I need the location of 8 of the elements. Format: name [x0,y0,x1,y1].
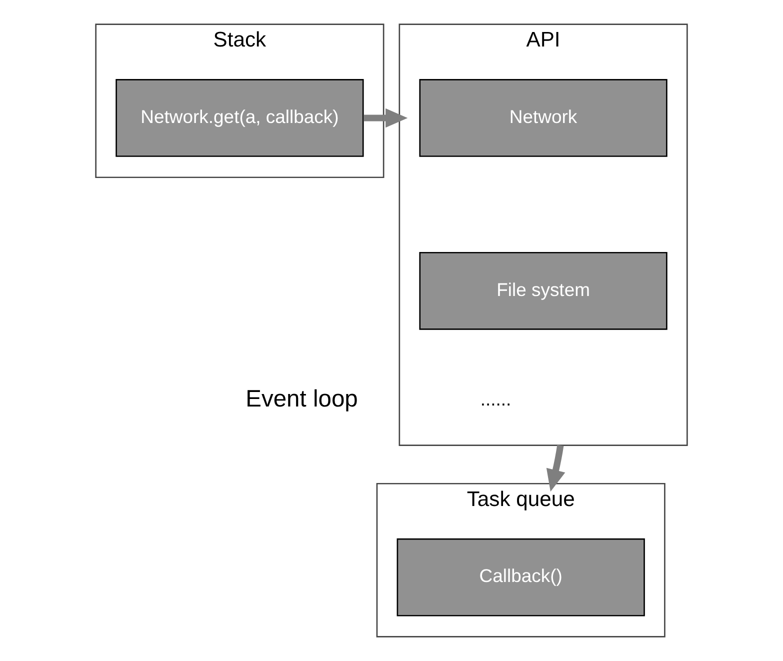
label: ...... [480,388,512,410]
arrow [364,108,408,128]
node-box: File system [419,252,668,330]
label: Event loop [246,385,358,412]
arrow [546,444,566,492]
node-box: Network [419,79,668,157]
node-box: Callback() [396,538,645,616]
node-box: Network.get(a, callback) [116,79,364,157]
